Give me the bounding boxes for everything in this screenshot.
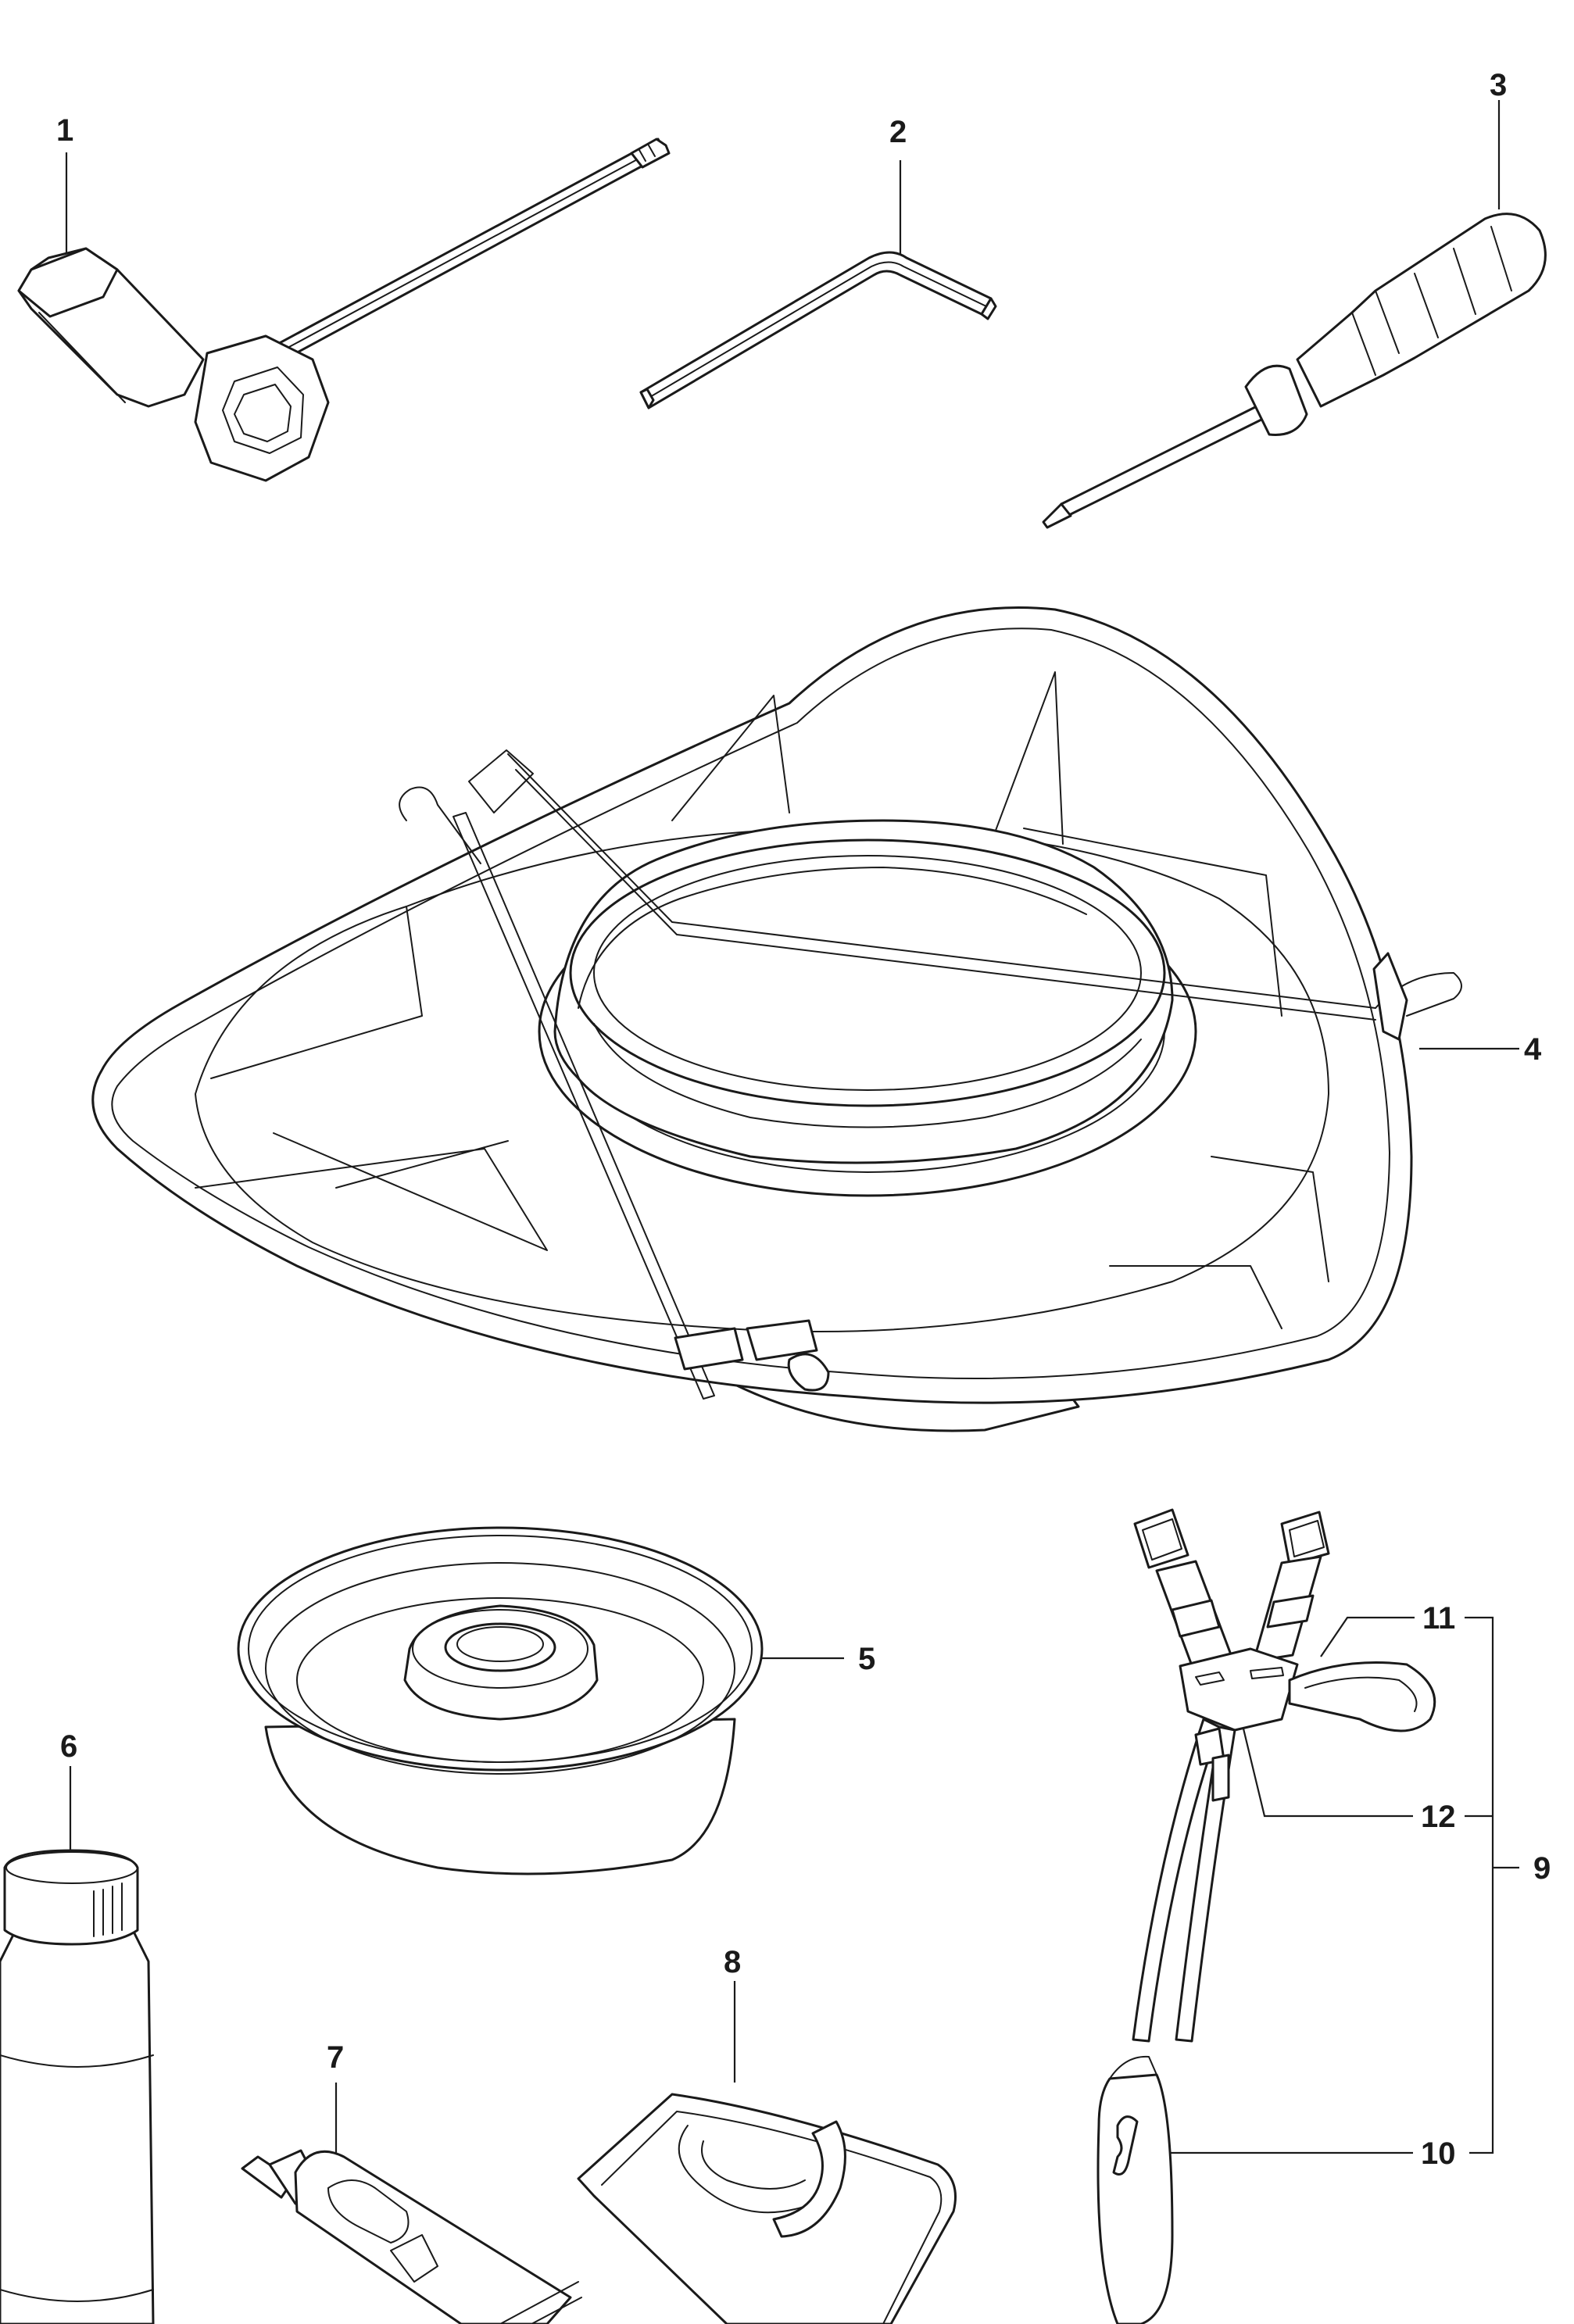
callout-6: 6 — [60, 1729, 77, 1764]
drive-cup-part-5: 5 — [237, 1526, 875, 1875]
callout-11: 11 — [1422, 1601, 1455, 1636]
callout-1: 1 — [56, 113, 73, 148]
callout-5: 5 — [858, 1642, 875, 1676]
socket-wrench-part-1: 1 — [17, 113, 671, 482]
harness-part-9: 9 11 12 10 — [1096, 1508, 1551, 2324]
oil-bottle-part-6: 6 — [0, 1729, 155, 2324]
callout-8: 8 — [724, 1945, 741, 1979]
callout-10: 10 — [1421, 2136, 1456, 2171]
callout-2: 2 — [889, 115, 907, 149]
screwdriver-part-3: 3 — [1042, 68, 1547, 529]
trimmer-guard-part-4: 4 — [91, 606, 1542, 1432]
callout-7: 7 — [327, 2040, 344, 2075]
hex-key-part-2: 2 — [639, 115, 997, 409]
callout-4: 4 — [1524, 1032, 1542, 1067]
grease-tube-part-7: 7 — [241, 2040, 582, 2324]
callout-9: 9 — [1533, 1851, 1551, 1886]
callout-3: 3 — [1490, 68, 1507, 102]
bag-part-8: 8 — [577, 1945, 957, 2324]
callout-12: 12 — [1421, 1800, 1456, 1834]
